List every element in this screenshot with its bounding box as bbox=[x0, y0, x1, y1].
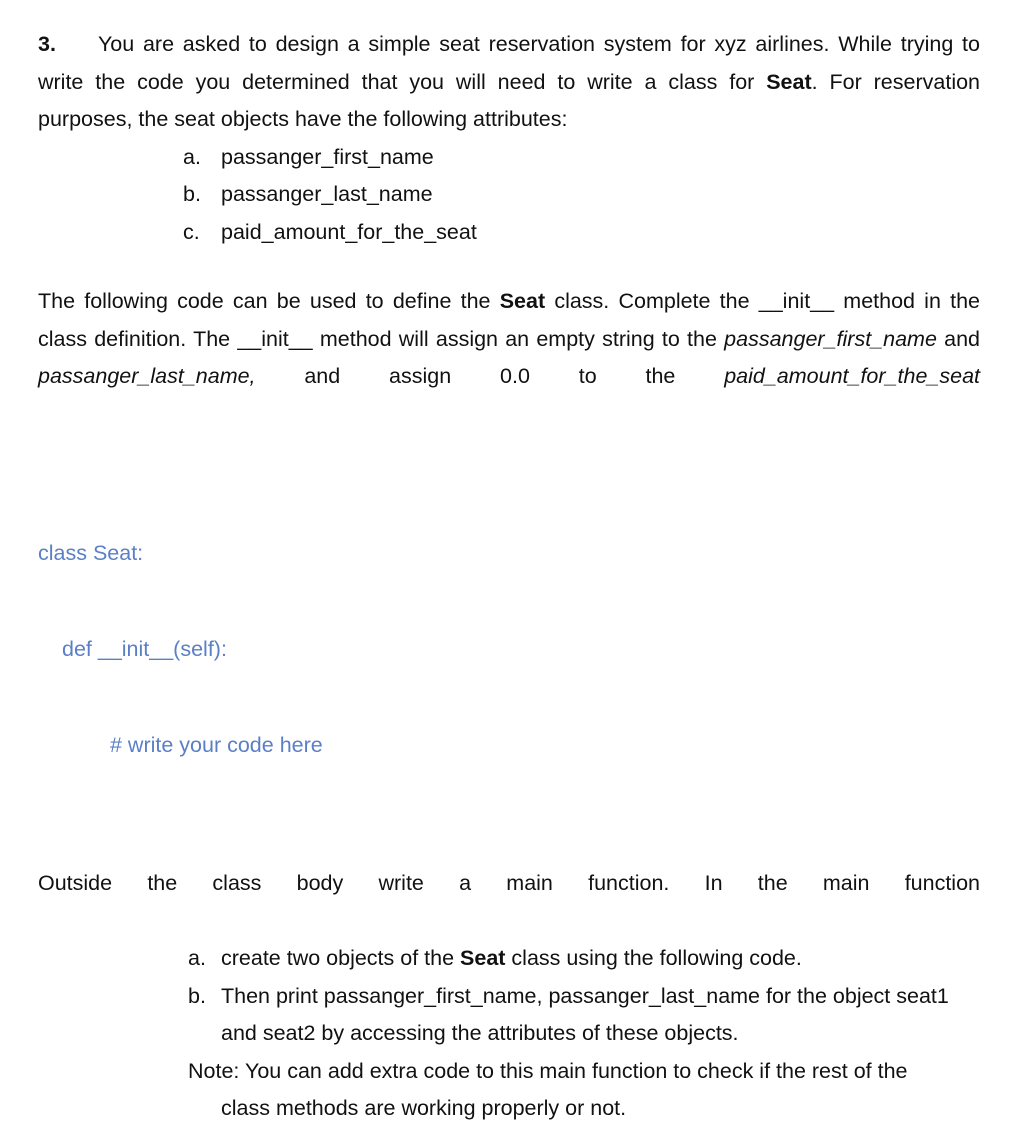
seat-class-term: Seat bbox=[499, 289, 546, 313]
definition-paragraph: The following code can be used to define… bbox=[38, 283, 980, 433]
main-function-intro: Outside the class body write a main func… bbox=[38, 865, 980, 940]
question-intro-paragraph: 3.You are asked to design a simple seat … bbox=[38, 26, 980, 139]
question-intro-text-part2: . For reservation purposes, the seat obj… bbox=[38, 69, 981, 132]
attribute-last-name-italic: passanger_last_name, bbox=[38, 364, 256, 388]
spacer bbox=[38, 825, 980, 865]
list-item: b. Then print passanger_first_name, passa… bbox=[38, 978, 980, 1053]
definition-text-part1: The following code can be used to define… bbox=[38, 289, 500, 313]
list-item: a. passanger_first_name bbox=[38, 139, 980, 177]
main-steps-list: a. create two objects of the Seat class u… bbox=[38, 940, 980, 1053]
question-number: 3. bbox=[38, 32, 56, 56]
definition-text-part2: class. Complete the __init__ method in t… bbox=[38, 289, 981, 351]
list-marker: b. bbox=[183, 182, 201, 206]
list-marker: c. bbox=[183, 219, 200, 244]
list-item-label: passanger_first_name bbox=[221, 144, 434, 169]
list-marker: b. bbox=[188, 983, 206, 1008]
list-marker: a. bbox=[188, 946, 206, 970]
code-line-init-def: def __init__(self): bbox=[62, 637, 227, 661]
list-item: c. paid_amount_for_the_seat bbox=[38, 214, 980, 252]
list-item-label: passanger_last_name bbox=[221, 182, 433, 206]
list-item: a. create two objects of the Seat class u… bbox=[38, 940, 980, 978]
list-marker: a. bbox=[183, 144, 201, 169]
list-item: b. passanger_last_name bbox=[38, 176, 980, 214]
attribute-paid-amount-italic: paid_amount_for_the_seat bbox=[724, 364, 980, 388]
code-block: class Seat: def __init__(self): # write … bbox=[38, 473, 980, 825]
step-text-part2: class using the following code. bbox=[505, 946, 802, 970]
question-intro-text-part1: You are asked to design a simple seat re… bbox=[38, 32, 980, 94]
note-line-1: Note: You can add extra code to this mai… bbox=[188, 1058, 908, 1083]
document-page: 3.You are asked to design a simple seat … bbox=[38, 26, 980, 1120]
list-item-label: paid_amount_for_the_seat bbox=[221, 219, 477, 244]
code-line-comment: # write your code here bbox=[110, 733, 323, 757]
step-text-part1: Then print passanger_first_name, passang… bbox=[221, 983, 949, 1046]
main-function-intro-text: Outside the class body write a main func… bbox=[38, 871, 980, 895]
attribute-first-name-italic: passanger_first_name bbox=[724, 326, 937, 351]
code-line-class-seat: class Seat: bbox=[38, 541, 144, 565]
note-block: Note: You can add extra code to this mai… bbox=[38, 1053, 980, 1128]
attributes-list: a. passanger_first_name b. passanger_last_… bbox=[38, 139, 980, 252]
note-line-2: class methods are working properly or no… bbox=[221, 1096, 627, 1120]
spacer bbox=[38, 251, 980, 283]
seat-class-term: Seat bbox=[460, 946, 506, 970]
definition-text-part4: and assign 0.0 to the bbox=[255, 364, 725, 388]
seat-class-term: Seat bbox=[766, 69, 812, 94]
step-text-part1: create two objects of the bbox=[221, 946, 461, 970]
spacer bbox=[38, 433, 980, 473]
definition-text-part3: and bbox=[936, 326, 980, 351]
